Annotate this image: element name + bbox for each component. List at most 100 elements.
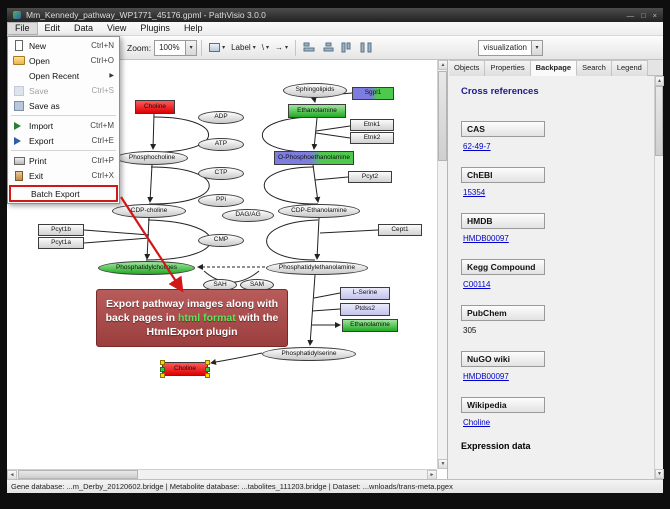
pathway-node[interactable]: ADP xyxy=(198,111,244,124)
scrollbar-thumb[interactable] xyxy=(655,86,663,156)
pathway-node[interactable]: CDP-Ethanolamine xyxy=(278,204,360,218)
xref-link-hmdb[interactable]: HMDB00097 xyxy=(463,234,644,244)
chevron-down-icon[interactable]: ▾ xyxy=(185,41,196,55)
scroll-up-icon[interactable]: ▲ xyxy=(438,60,448,70)
pathway-node[interactable]: Phosphatidylcholines xyxy=(98,261,195,275)
align-horizontal-button[interactable] xyxy=(300,39,319,57)
pathway-node[interactable]: Pcyt2 xyxy=(348,171,392,183)
menu-item-save[interactable]: Save Ctrl+S xyxy=(9,83,118,98)
visualization-combobox[interactable]: visualization ▾ xyxy=(478,40,543,56)
pathway-node[interactable]: Ethanolamine xyxy=(342,319,398,332)
selection-handle[interactable] xyxy=(205,367,210,372)
menu-help[interactable]: Help xyxy=(177,22,210,35)
pathway-node[interactable]: O-Phosphoethanolamine xyxy=(274,151,354,165)
close-button[interactable]: × xyxy=(653,11,657,20)
xref-link-cas[interactable]: 62-49-7 xyxy=(463,142,644,152)
label-tool-text: Label xyxy=(231,43,251,52)
connector-tool-button[interactable]: → ▾ xyxy=(272,39,291,57)
menu-view[interactable]: View xyxy=(100,22,133,35)
pathway-node[interactable]: Cept1 xyxy=(378,224,422,236)
line-tool-button[interactable]: \ ▾ xyxy=(259,39,272,57)
menu-plugins[interactable]: Plugins xyxy=(133,22,177,35)
canvas-horizontal-scrollbar[interactable]: ◄ ► xyxy=(7,469,437,479)
pathway-node[interactable]: ATP xyxy=(198,138,244,151)
tab-backpage[interactable]: Backpage xyxy=(531,60,577,76)
pathway-node[interactable]: Ethanolamine xyxy=(288,104,346,118)
arrow-tool-icon: → xyxy=(275,43,283,52)
scroll-right-icon[interactable]: ► xyxy=(427,470,437,479)
pathway-node[interactable]: Pcyt1a xyxy=(38,237,84,249)
scroll-left-icon[interactable]: ◄ xyxy=(7,470,17,479)
tab-properties[interactable]: Properties xyxy=(485,60,530,76)
datanode-tool-button[interactable]: ▾ xyxy=(206,39,228,57)
distribute-button[interactable] xyxy=(357,39,376,57)
menu-item-exit[interactable]: Exit Ctrl+X xyxy=(9,168,118,183)
pathway-node[interactable]: PPi xyxy=(198,194,244,207)
pathway-node[interactable]: Ptdss2 xyxy=(340,303,390,316)
label-tool-button[interactable]: Label ▾ xyxy=(228,39,259,57)
pathway-node[interactable]: DAG/AG xyxy=(222,209,274,222)
pathway-node[interactable]: Choline xyxy=(135,100,175,114)
pathway-node[interactable]: CMP xyxy=(198,234,244,247)
tab-legend[interactable]: Legend xyxy=(612,60,648,76)
pathway-node[interactable]: Sphingolipids xyxy=(283,83,347,98)
menu-item-open[interactable]: Open Ctrl+O xyxy=(9,53,118,68)
side-panel-tabs: Objects Properties Backpage Search Legen… xyxy=(449,60,663,76)
tab-search[interactable]: Search xyxy=(577,60,612,76)
minimize-button[interactable]: — xyxy=(627,11,635,20)
menu-data[interactable]: Data xyxy=(67,22,100,35)
scroll-up-icon[interactable]: ▲ xyxy=(655,76,664,86)
pathway-node[interactable]: Etnk1 xyxy=(350,119,394,131)
selection-handle[interactable] xyxy=(205,360,210,365)
xref-link-kegg[interactable]: C00114 xyxy=(463,280,644,290)
xref-header-chebi[interactable]: ChEBI xyxy=(461,167,545,183)
canvas-vertical-scrollbar[interactable]: ▲ ▼ xyxy=(437,60,447,469)
menu-file[interactable]: File xyxy=(7,22,38,35)
zoom-combobox[interactable]: 100% ▾ xyxy=(154,40,197,56)
xref-section-pubchem: PubChem 305 xyxy=(461,303,644,336)
xref-link-chebi[interactable]: 15354 xyxy=(463,188,644,198)
menu-edit[interactable]: Edit xyxy=(38,22,68,35)
pathway-node[interactable]: Phosphocholine xyxy=(116,151,188,165)
pathway-node[interactable]: Sgpl1 xyxy=(352,87,394,100)
xref-header-pubchem[interactable]: PubChem xyxy=(461,305,545,321)
xref-header-kegg[interactable]: Kegg Compound xyxy=(461,259,545,275)
pathway-node[interactable]: CDP-choline xyxy=(112,204,186,218)
pathway-node[interactable]: L-Serine xyxy=(340,287,390,300)
xref-header-nugo[interactable]: NuGO wiki xyxy=(461,351,545,367)
xref-header-cas[interactable]: CAS xyxy=(461,121,545,137)
menu-item-batch-export[interactable]: Batch Export xyxy=(9,185,118,202)
selection-handle[interactable] xyxy=(160,367,165,372)
selection-handle[interactable] xyxy=(160,373,165,378)
align-center-button[interactable] xyxy=(319,39,338,57)
pathway-node[interactable]: Etnk2 xyxy=(350,132,394,144)
scrollbar-thumb[interactable] xyxy=(438,71,447,161)
panel-vertical-scrollbar[interactable]: ▲ ▼ xyxy=(654,76,663,479)
menu-item-print[interactable]: Print Ctrl+P xyxy=(9,153,118,168)
xref-link-nugo[interactable]: HMDB00097 xyxy=(463,372,644,382)
pathway-node-selected[interactable]: Choline xyxy=(162,362,208,376)
maximize-button[interactable]: □ xyxy=(641,11,646,20)
menu-item-export[interactable]: Export Ctrl+E xyxy=(9,133,118,148)
chevron-down-icon[interactable]: ▾ xyxy=(531,41,542,55)
menu-item-new[interactable]: New Ctrl+N xyxy=(9,38,118,53)
xref-link-wikipedia[interactable]: Choline xyxy=(463,418,644,428)
xref-header-wikipedia[interactable]: Wikipedia xyxy=(461,397,545,413)
menu-item-open-recent[interactable]: Open Recent ▶ xyxy=(9,68,118,83)
import-icon xyxy=(12,120,26,132)
pathway-node[interactable]: Phosphatidylserine xyxy=(262,347,356,361)
scroll-down-icon[interactable]: ▼ xyxy=(438,459,448,469)
scrollbar-thumb[interactable] xyxy=(18,470,138,479)
pathway-node[interactable]: CTP xyxy=(198,167,244,180)
xref-header-hmdb[interactable]: HMDB xyxy=(461,213,545,229)
tutorial-callout: Export pathway images along with back pa… xyxy=(96,289,288,347)
scroll-down-icon[interactable]: ▼ xyxy=(655,469,664,479)
tab-objects[interactable]: Objects xyxy=(449,60,485,76)
pathway-node[interactable]: Pcyt1b xyxy=(38,224,84,236)
menu-item-save-as[interactable]: Save as xyxy=(9,98,118,113)
selection-handle[interactable] xyxy=(205,373,210,378)
menu-item-import[interactable]: Import Ctrl+M xyxy=(9,118,118,133)
selection-handle[interactable] xyxy=(160,360,165,365)
align-vertical-button[interactable] xyxy=(338,39,357,57)
pathway-node[interactable]: Phosphatidylethanolamine xyxy=(266,261,368,275)
